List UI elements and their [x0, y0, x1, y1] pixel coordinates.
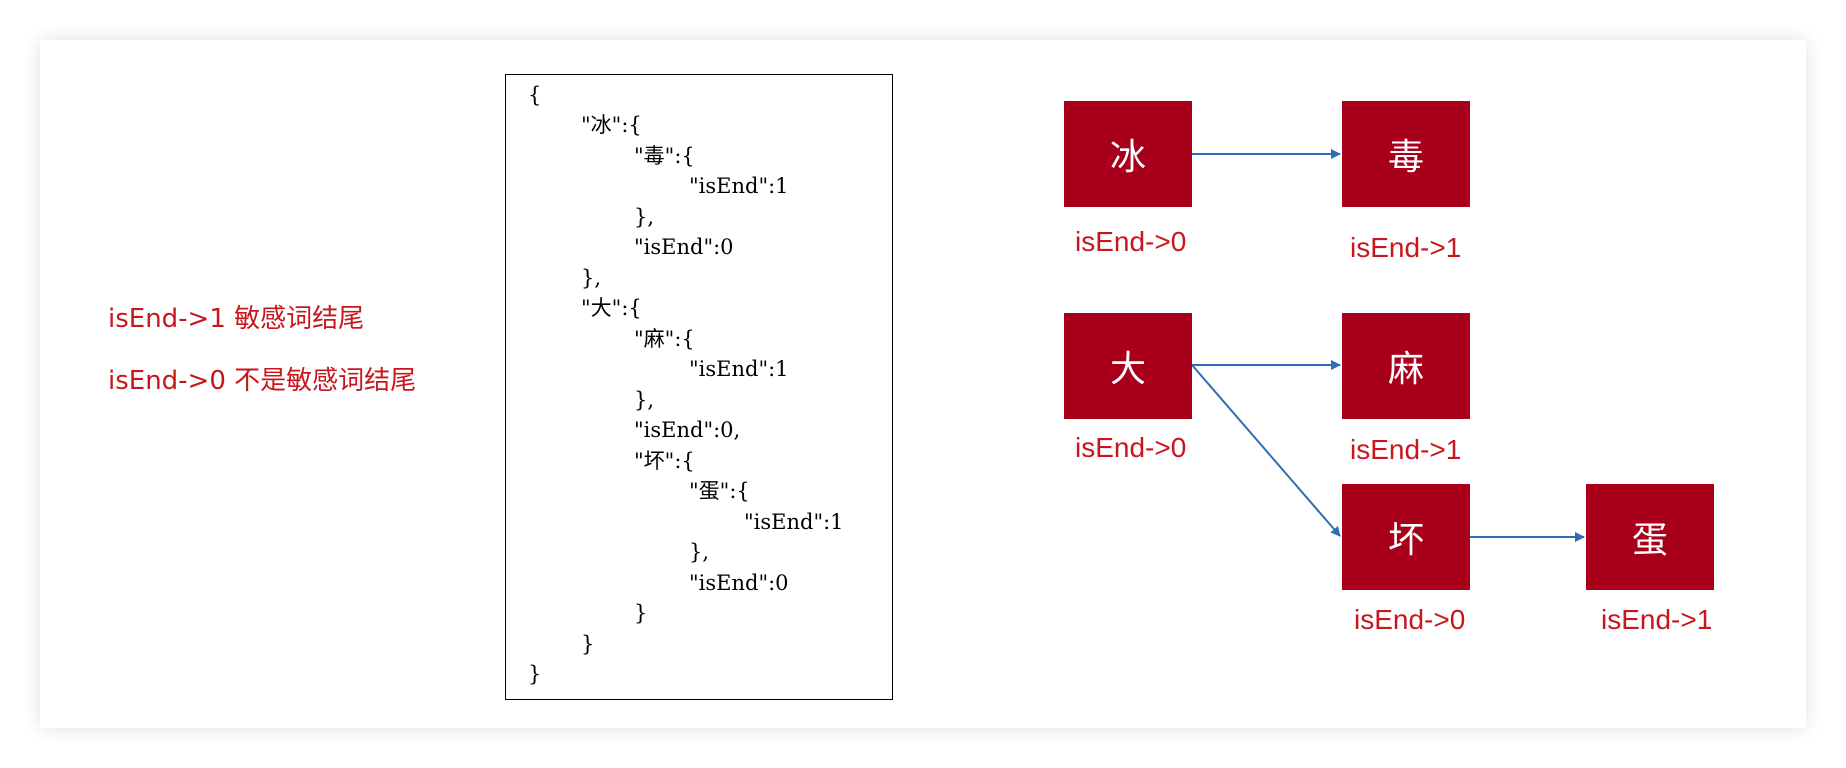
node-bing-label: isEnd->0	[1075, 226, 1187, 257]
diagram-card	[40, 40, 1806, 728]
code-line: "isEnd":1	[744, 510, 844, 534]
node-dan-label: isEnd->1	[1601, 604, 1713, 635]
node-ma: 麻	[1342, 313, 1470, 419]
code-line: "蛋":{	[689, 479, 750, 503]
node-dan: 蛋	[1586, 484, 1714, 590]
node-da-label: isEnd->0	[1075, 432, 1187, 463]
node-ma-label: isEnd->1	[1350, 434, 1462, 465]
code-line: {	[528, 83, 542, 107]
code-line: "isEnd":0	[689, 571, 789, 595]
node-du-label: isEnd->1	[1350, 232, 1462, 263]
code-line: },	[581, 266, 602, 290]
code-line: "大":{	[581, 296, 642, 320]
node-huai: 坏	[1342, 484, 1470, 590]
code-line: "坏":{	[634, 449, 695, 473]
code-line: "冰":{	[581, 113, 642, 137]
code-line: },	[689, 540, 710, 564]
code-line: "麻":{	[634, 327, 695, 351]
code-line: "isEnd":1	[689, 174, 789, 198]
code-line: "isEnd":1	[689, 357, 789, 381]
node-du: 毒	[1342, 101, 1470, 207]
trie-json-box: { "冰":{ "毒":{ "isEnd":1 }, "isEnd":0 }, …	[505, 74, 893, 700]
code-line: "isEnd":0	[634, 235, 734, 259]
code-line: },	[634, 205, 655, 229]
code-line: "isEnd":0,	[634, 418, 741, 442]
code-line: },	[634, 388, 655, 412]
code-line: }	[581, 632, 595, 656]
legend-end-false: isEnd->0 不是敏感词结尾	[108, 366, 417, 396]
node-huai-label: isEnd->0	[1354, 604, 1466, 635]
code-line: }	[634, 601, 648, 625]
legend-end-true: isEnd->1 敏感词结尾	[108, 304, 365, 334]
code-line: "毒":{	[634, 144, 695, 168]
node-bing: 冰	[1064, 101, 1192, 207]
node-da: 大	[1064, 313, 1192, 419]
code-line: }	[528, 662, 542, 686]
